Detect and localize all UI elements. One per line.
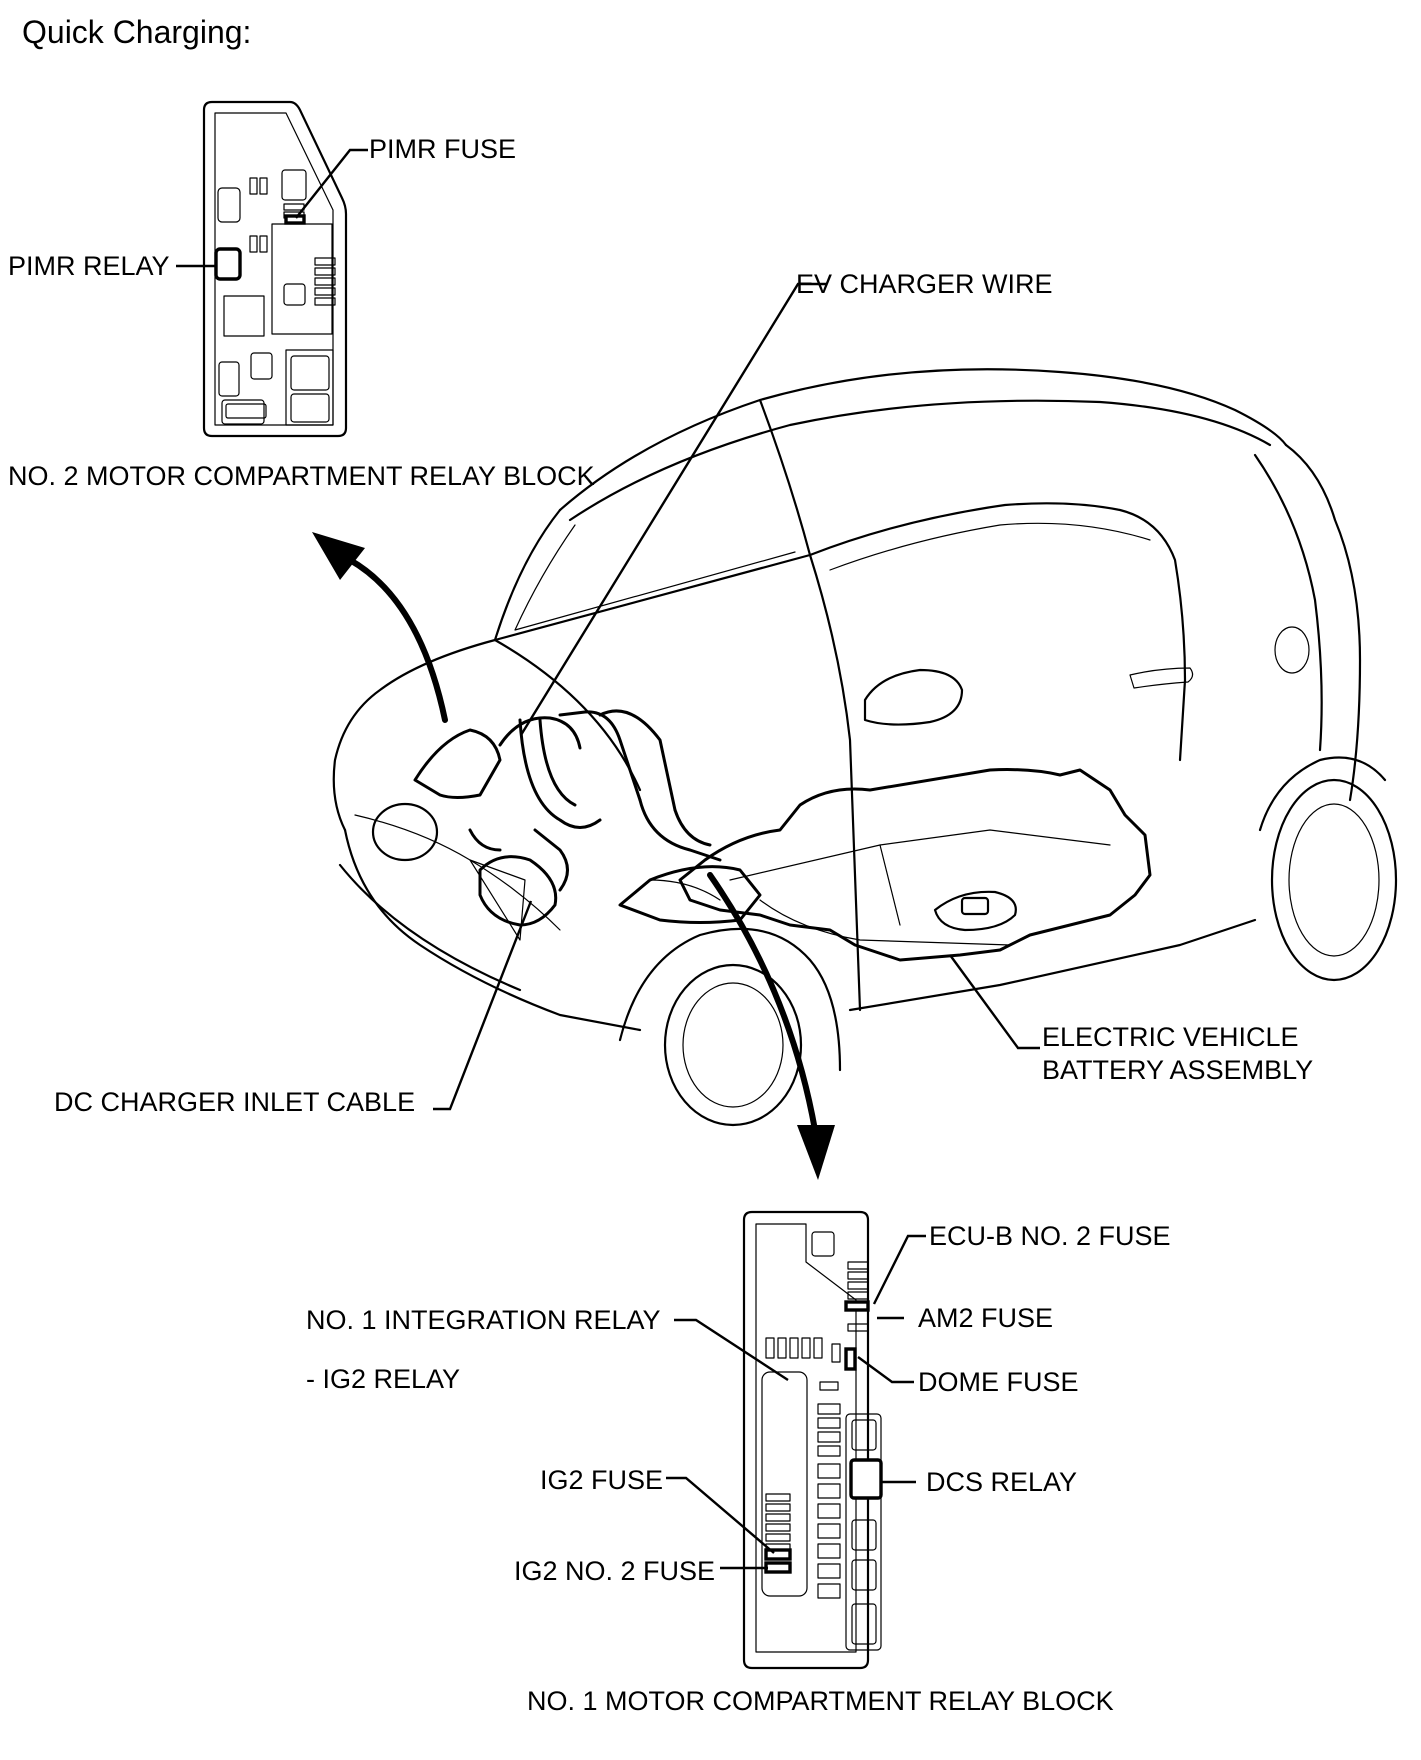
ev-battery-label-line2: BATTERY ASSEMBLY	[1042, 1055, 1314, 1085]
ecu-b-no2-fuse-label: ECU-B NO. 2 FUSE	[929, 1221, 1171, 1251]
dcs-relay-label: DCS RELAY	[926, 1467, 1078, 1497]
am2-fuse-label: AM2 FUSE	[918, 1303, 1054, 1333]
dc-charger-inlet-cable-label: DC CHARGER INLET CABLE	[54, 1087, 416, 1117]
no1-relay-block	[742, 1210, 883, 1670]
ev-charger-wire-label: EV CHARGER WIRE	[796, 269, 1053, 299]
pimr-fuse-label: PIMR FUSE	[369, 134, 517, 164]
no2-relay-block	[202, 100, 348, 438]
no1-integration-relay-label: NO. 1 INTEGRATION RELAY	[306, 1305, 661, 1335]
ig2-relay-label: - IG2 RELAY	[306, 1364, 461, 1394]
pimr-relay-label: PIMR RELAY	[8, 251, 170, 281]
ig2-no2-fuse-label: IG2 NO. 2 FUSE	[514, 1556, 716, 1586]
ig2-fuse-label: IG2 FUSE	[540, 1465, 664, 1495]
ev-battery-label-line1: ELECTRIC VEHICLE	[1042, 1022, 1299, 1052]
vehicle-illustration	[332, 368, 1398, 1127]
no1-relay-block-label: NO. 1 MOTOR COMPARTMENT RELAY BLOCK	[527, 1686, 1114, 1716]
dome-fuse-label: DOME FUSE	[918, 1367, 1079, 1397]
diagram-title: Quick Charging:	[22, 14, 252, 50]
no2-relay-block-label: NO. 2 MOTOR COMPARTMENT RELAY BLOCK	[8, 461, 595, 491]
